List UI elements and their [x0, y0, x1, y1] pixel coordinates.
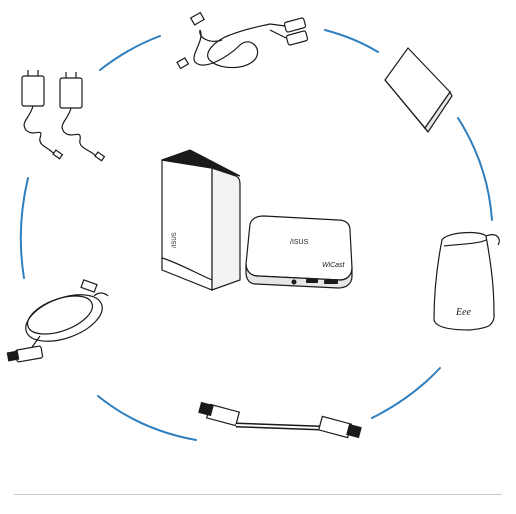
ring-arc-top-left [100, 36, 160, 70]
wicast-logo: /ISUS [290, 239, 309, 246]
wicast-name: WiCast [322, 262, 346, 269]
mini-pc-icon: /ISUS [162, 150, 240, 290]
wicast-receiver-icon: /ISUS WiCast [246, 216, 352, 288]
quick-guide-icon [385, 48, 452, 132]
footer-rule [14, 494, 502, 495]
usb-cable-icon [177, 13, 308, 69]
ring-arc-left [21, 178, 28, 278]
av-cable-icon [7, 280, 108, 362]
ring-arc-top-right [325, 30, 378, 52]
pouch-logo: Eee [455, 307, 472, 318]
ring-arc-right-lower [372, 368, 440, 418]
ring-arc-bottom-left [98, 396, 196, 440]
pc-logo: /ISUS [172, 232, 178, 248]
ring-arc-right-upper [458, 118, 492, 220]
pouch-icon: Eee [434, 233, 499, 330]
hdmi-cable-icon [199, 403, 361, 438]
power-adapters-icon [22, 70, 104, 161]
